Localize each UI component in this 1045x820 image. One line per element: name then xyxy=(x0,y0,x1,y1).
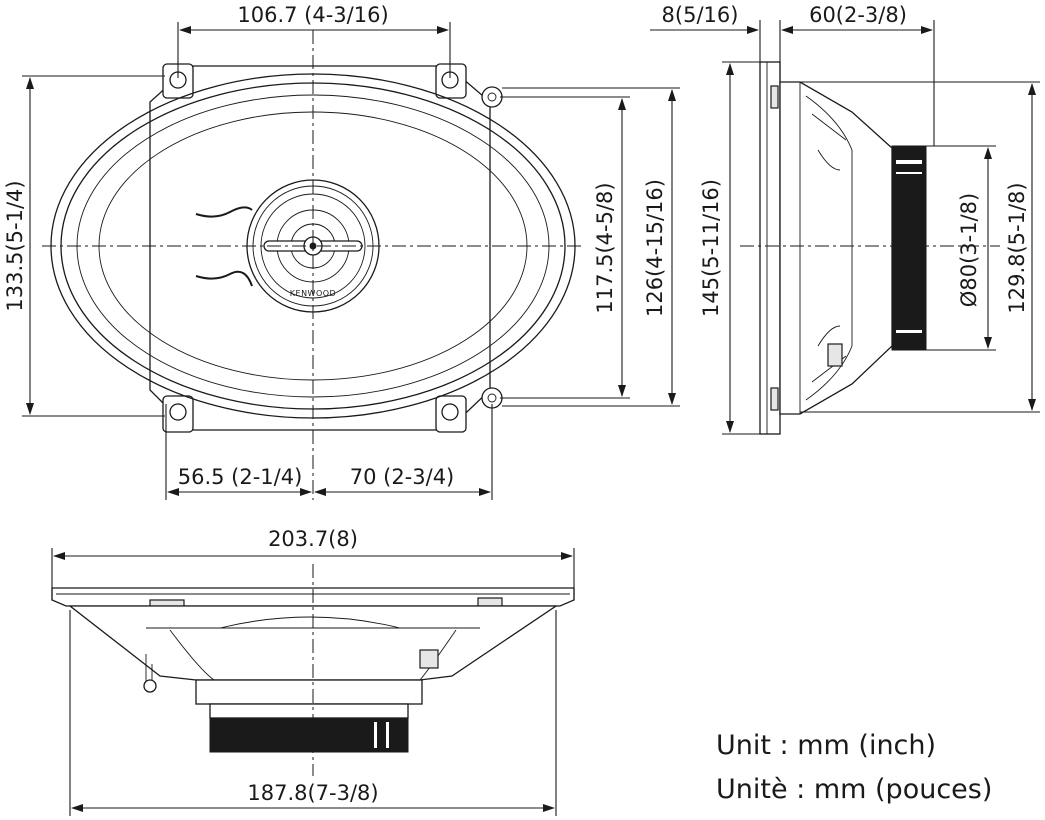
side-magnet xyxy=(891,145,927,351)
dim-total-height-label: 133.5(5-1/4) xyxy=(3,180,27,311)
dim-bottom-inner-label: 187.8(7-3/8) xyxy=(247,781,378,805)
dim-side-height-label: 145(5-11/16) xyxy=(699,179,723,317)
dim-flange-depth-label: 8(5/16) xyxy=(662,3,739,27)
dim-top-width-label: 106.7 (4-3/16) xyxy=(237,3,388,27)
dim-bottom-outer-label: 203.7(8) xyxy=(268,527,358,551)
dim-inner-heights: 117.5(4-5/8) 126(4-15/16) xyxy=(500,87,680,407)
bolt-hole-bl xyxy=(169,403,187,421)
bolt-hole-br xyxy=(441,403,459,421)
side-view xyxy=(740,61,1000,435)
dim-top-width: 106.7 (4-3/16) xyxy=(177,3,451,78)
dim-side-right: Ø80(3-1/8) 129.8(5-1/8) xyxy=(800,81,1040,413)
bottom-magnet xyxy=(209,717,409,753)
terminal-wire-top xyxy=(195,206,253,218)
bottom-plate xyxy=(195,679,423,705)
dim-inner-height-a-label: 117.5(4-5/8) xyxy=(593,182,617,313)
terminal-wire-bottom xyxy=(195,270,253,287)
dim-bolt-left-label: 56.5 (2-1/4) xyxy=(178,465,303,489)
side-flange xyxy=(759,61,781,435)
dim-side-depths: 8(5/16) 60(2-3/8) xyxy=(650,3,935,146)
dim-side-height: 145(5-11/16) xyxy=(699,61,760,435)
dim-bolt-right-label: 70 (2-3/4) xyxy=(350,465,455,489)
bottom-terminal xyxy=(419,649,439,669)
side-terminal xyxy=(827,343,843,367)
dim-mount-depth-label: 60(2-3/8) xyxy=(809,3,907,27)
bottom-view xyxy=(51,564,575,776)
dim-inner-height-b-label: 126(4-15/16) xyxy=(643,179,667,317)
dim-magnet-diameter-label: Ø80(3-1/8) xyxy=(957,193,981,307)
unit-english: Unit : mm (inch) xyxy=(716,730,936,761)
dim-bottom-widths: 203.7(8) 187.8(7-3/8) xyxy=(51,527,575,816)
dim-basket-height-label: 129.8(5-1/8) xyxy=(1005,182,1029,313)
dim-total-height: 133.5(5-1/4) xyxy=(3,75,165,417)
front-view: KENWOOD xyxy=(42,30,585,500)
bolt-hole-outer-top xyxy=(481,86,503,108)
dim-bolt-spacing: 56.5 (2-1/4) 70 (2-3/4) xyxy=(165,404,493,500)
unit-french: Unitè : mm (pouces) xyxy=(716,774,992,805)
